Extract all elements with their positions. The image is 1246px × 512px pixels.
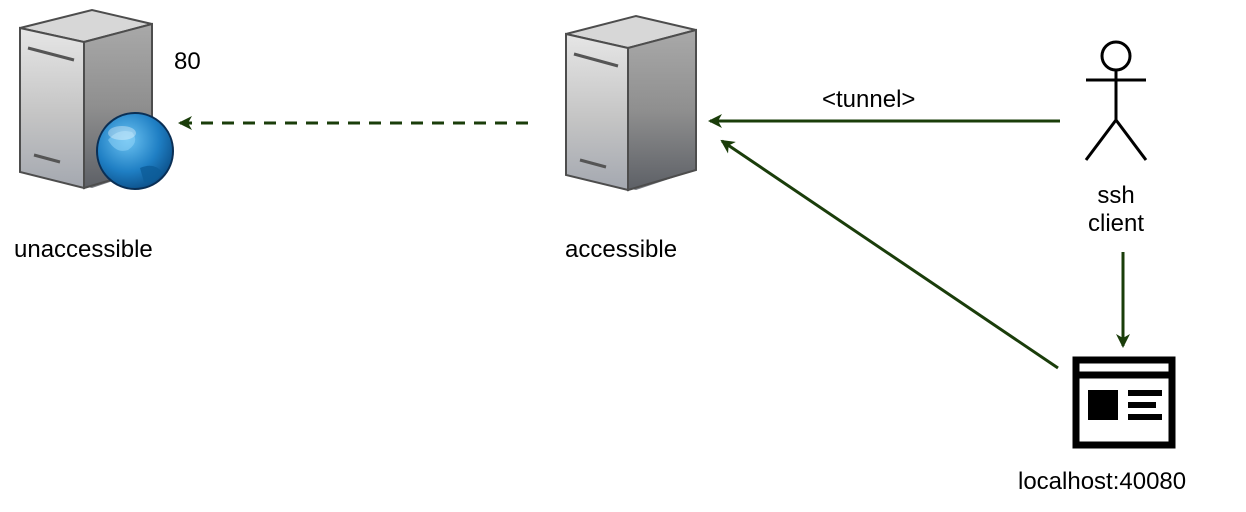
globe-icon xyxy=(96,112,174,190)
edges xyxy=(178,114,1130,370)
accessible-server-icon xyxy=(565,14,697,192)
localhost-to-accessible-edge xyxy=(720,139,1059,370)
accessible-label: accessible xyxy=(565,236,678,263)
unaccessible-label: unaccessible xyxy=(14,236,153,263)
browser-window-icon xyxy=(1072,356,1176,449)
unaccessible-server-icon xyxy=(19,8,153,190)
ssh-client-label-line1: ssh xyxy=(1097,182,1135,209)
ssh-client-label-line2: client xyxy=(1087,210,1145,237)
port-label: 80 xyxy=(174,48,201,75)
actor-icon xyxy=(1084,40,1148,161)
localhost-label: localhost:40080 xyxy=(1018,468,1187,495)
ssh-client-label: ssh client xyxy=(1066,182,1166,238)
tunnel-label: <tunnel> xyxy=(822,86,916,113)
